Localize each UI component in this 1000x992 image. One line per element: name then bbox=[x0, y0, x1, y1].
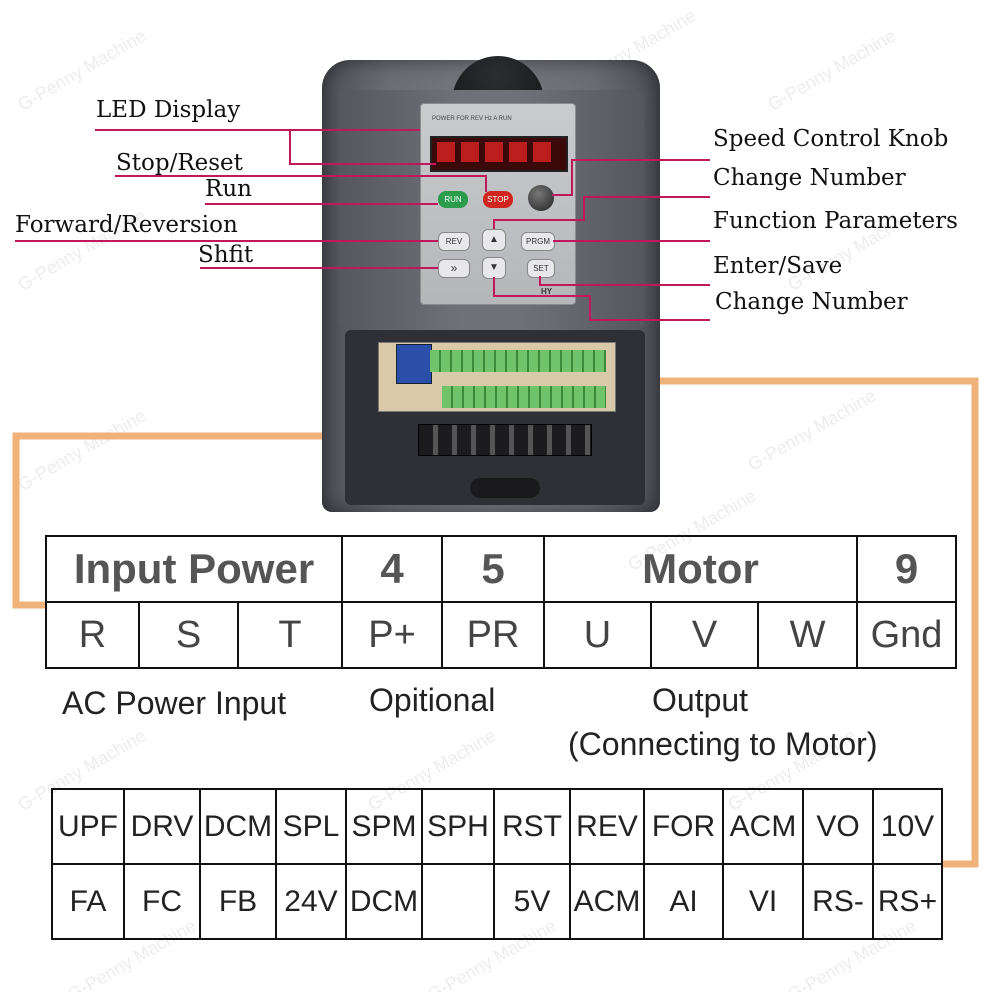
callout-line-set bbox=[539, 276, 710, 286]
terminal-fb: FB bbox=[199, 863, 277, 940]
power-terminal-row: R S T P+ PR U V W Gnd bbox=[45, 601, 957, 669]
terminal-r: R bbox=[45, 601, 140, 669]
up-button[interactable]: ▲ bbox=[482, 229, 506, 251]
terminal-w: W bbox=[757, 601, 858, 669]
terminal-dcm: DCM bbox=[199, 788, 277, 865]
power-connector-line bbox=[12, 432, 418, 609]
rev-button[interactable]: REV bbox=[438, 232, 470, 251]
power-header-row: Input Power 4 5 Motor 9 bbox=[45, 535, 957, 603]
label-stop-reset: Stop/Reset bbox=[116, 150, 243, 176]
terminal-rst: RST bbox=[493, 788, 571, 865]
terminal-t: T bbox=[237, 601, 343, 669]
stop-button[interactable]: STOP bbox=[483, 191, 513, 208]
control-terminal-block-top bbox=[430, 350, 606, 372]
terminal-rs-plus: RS+ bbox=[872, 863, 943, 940]
terminal-fa: FA bbox=[51, 863, 125, 940]
terminal-blank bbox=[421, 863, 495, 940]
header-input-power: Input Power bbox=[45, 535, 343, 603]
terminal-vi: VI bbox=[722, 863, 804, 940]
terminal-upf: UPF bbox=[51, 788, 125, 865]
terminal-v: V bbox=[650, 601, 759, 669]
terminal-fc: FC bbox=[123, 863, 201, 940]
callout-line-stop bbox=[115, 175, 487, 192]
terminal-p-plus: P+ bbox=[341, 601, 443, 669]
label-run: Run bbox=[205, 176, 252, 202]
terminal-pr: PR bbox=[441, 601, 545, 669]
label-forward-reversion: Forward/Reversion bbox=[15, 212, 238, 238]
terminal-drv: DRV bbox=[123, 788, 201, 865]
cable-entry bbox=[470, 478, 540, 498]
callout-line-knob bbox=[552, 159, 710, 196]
header-4: 4 bbox=[341, 535, 443, 603]
label-change-number-down: Change Number bbox=[715, 289, 908, 315]
led-digits bbox=[437, 142, 557, 162]
terminal-for: FOR bbox=[643, 788, 724, 865]
brand-label: HY bbox=[541, 287, 553, 296]
terminal-vo: VO bbox=[802, 788, 874, 865]
caption-connecting-to-motor: (Connecting to Motor) bbox=[568, 726, 878, 762]
caption-optional: Opitional bbox=[369, 682, 496, 718]
label-enter-save: Enter/Save bbox=[713, 253, 843, 279]
run-button[interactable]: RUN bbox=[438, 191, 468, 208]
shift-button[interactable]: » bbox=[438, 259, 470, 278]
callout-line-down bbox=[493, 277, 710, 321]
terminal-spl: SPL bbox=[275, 788, 347, 865]
header-9: 9 bbox=[856, 535, 957, 603]
terminal-10v: 10V bbox=[872, 788, 943, 865]
callout-line-led bbox=[95, 129, 436, 165]
terminal-ai: AI bbox=[643, 863, 724, 940]
terminal-acm-2: ACM bbox=[569, 863, 645, 940]
header-5: 5 bbox=[441, 535, 545, 603]
control-connector-line bbox=[608, 377, 979, 868]
power-terminal-table: Input Power 4 5 Motor 9 R S T P+ PR U V … bbox=[45, 535, 957, 669]
label-function-parameters: Function Parameters bbox=[713, 208, 958, 234]
terminal-acm: ACM bbox=[722, 788, 804, 865]
control-terminal-block-bottom bbox=[442, 386, 606, 408]
header-motor: Motor bbox=[543, 535, 858, 603]
label-speed-control-knob: Speed Control Knob bbox=[713, 126, 949, 152]
control-row-bottom: FA FC FB 24V DCM 5V ACM AI VI RS- RS+ bbox=[51, 863, 943, 940]
terminal-s: S bbox=[138, 601, 239, 669]
terminal-5v: 5V bbox=[493, 863, 571, 940]
caption-ac-power-input: AC Power Input bbox=[62, 685, 287, 721]
label-shift: Shfit bbox=[198, 242, 254, 268]
terminal-sph: SPH bbox=[421, 788, 495, 865]
terminal-u: U bbox=[543, 601, 652, 669]
caption-output: Output bbox=[652, 682, 749, 718]
terminal-dcm-2: DCM bbox=[345, 863, 423, 940]
indicator-labels: POWER FOR REV Hz A RUN bbox=[432, 116, 512, 122]
label-change-number-up: Change Number bbox=[713, 165, 906, 191]
terminal-rev: REV bbox=[569, 788, 645, 865]
speed-knob[interactable] bbox=[528, 185, 554, 211]
terminal-gnd: Gnd bbox=[856, 601, 957, 669]
power-terminal-block bbox=[418, 424, 592, 456]
control-terminal-table: UPF DRV DCM SPL SPM SPH RST REV FOR ACM … bbox=[51, 788, 943, 940]
label-led-display: LED Display bbox=[96, 97, 241, 123]
terminal-spm: SPM bbox=[345, 788, 423, 865]
terminal-rs-minus: RS- bbox=[802, 863, 874, 940]
callout-line-up bbox=[493, 196, 710, 229]
control-row-top: UPF DRV DCM SPL SPM SPH RST REV FOR ACM … bbox=[51, 788, 943, 865]
terminal-24v: 24V bbox=[275, 863, 347, 940]
